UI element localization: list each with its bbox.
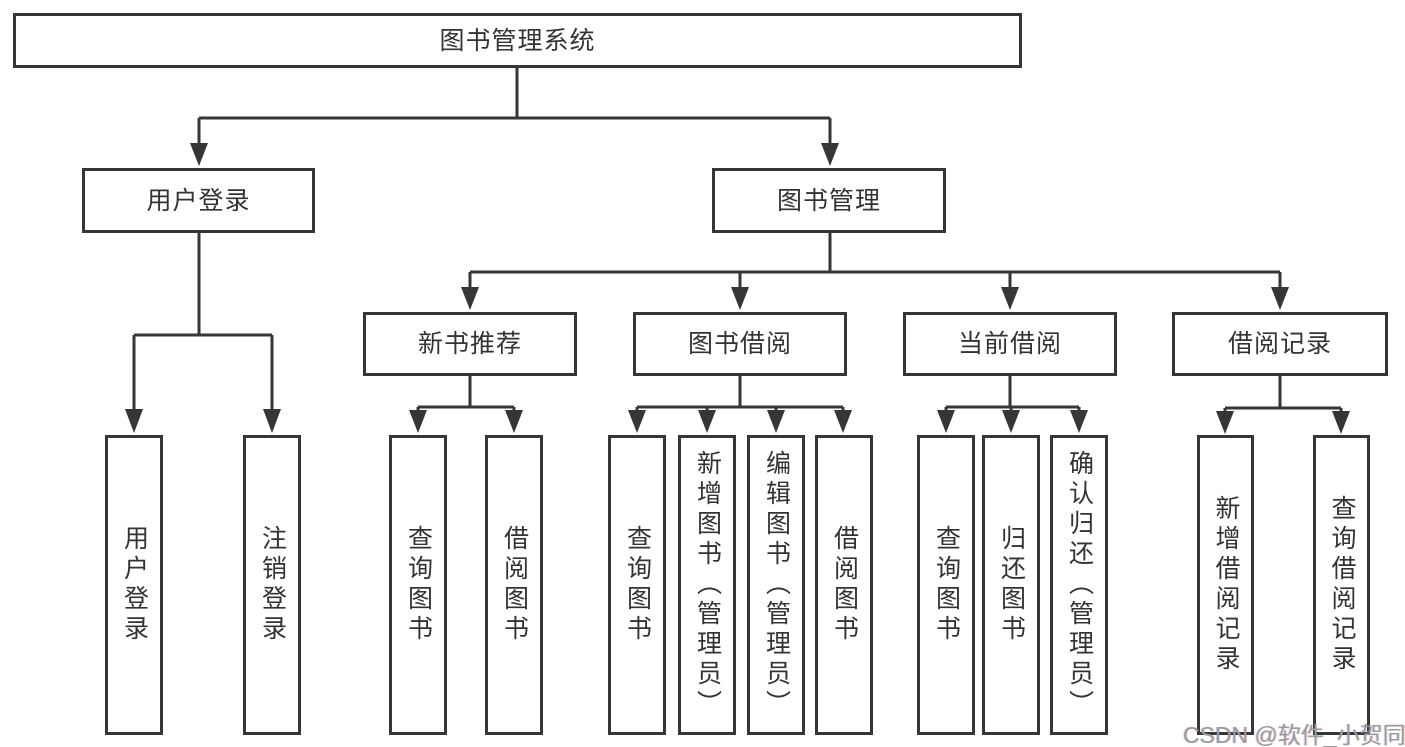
connector-borrow-records (1223, 374, 1343, 412)
leaf-user-login: 用户登录 (105, 435, 163, 735)
leaf-logout: 注销登录 (243, 435, 301, 735)
connector-user-login (132, 231, 274, 412)
leaf-borrow-books: 借阅图书 (815, 435, 873, 735)
leaf-add-borrow-record: 新增借阅记录 (1197, 435, 1254, 735)
connector-current-borrow (944, 374, 1081, 411)
connector-book-mgmt (468, 231, 1282, 289)
leaf-query-borrow-record: 查询借阅记录 (1313, 435, 1370, 735)
node-borrow-records: 借阅记录 (1172, 312, 1388, 376)
connector-book-borrow (635, 374, 845, 411)
leaf-borrow-books-recommend: 借阅图书 (485, 435, 543, 735)
node-book-management: 图书管理 (712, 168, 946, 233)
watermark: CSDN @软件_小贺同学 (1183, 722, 1405, 747)
connector-root (197, 68, 832, 146)
leaf-add-book-admin: 新增图书（管理员） (678, 435, 736, 735)
leaf-query-books-recommend: 查询图书 (389, 435, 447, 735)
leaf-query-books-borrow: 查询图书 (608, 435, 666, 735)
leaf-query-books-current: 查询图书 (917, 435, 975, 735)
connector-new-book (416, 374, 516, 411)
node-current-borrow: 当前借阅 (903, 312, 1117, 376)
node-root: 图书管理系统 (13, 13, 1022, 68)
leaf-edit-book-admin: 编辑图书（管理员） (747, 435, 805, 735)
node-new-book-recommend: 新书推荐 (363, 312, 577, 376)
node-book-borrow: 图书借阅 (633, 312, 847, 376)
node-user-login: 用户登录 (82, 168, 315, 233)
leaf-confirm-return-admin: 确认归还（管理员） (1050, 435, 1108, 735)
leaf-return-book: 归还图书 (982, 435, 1040, 735)
